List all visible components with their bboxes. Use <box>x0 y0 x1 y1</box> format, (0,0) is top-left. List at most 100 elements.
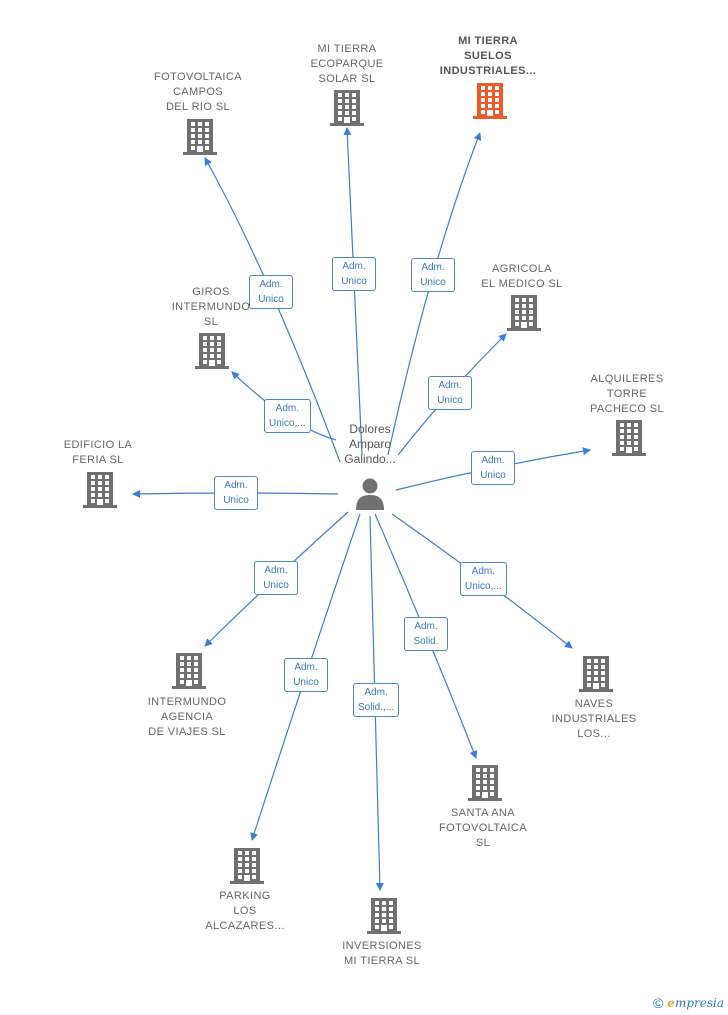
building-icon[interactable] <box>183 118 217 156</box>
edge-label-line: Adm. <box>342 261 366 272</box>
company-label-agricola-el-medico[interactable]: AGRICOLA EL MEDICO SL <box>447 262 597 292</box>
company-label-line: INTERMUNDO <box>147 696 227 708</box>
company-label-line: ALQUILERES <box>590 373 664 385</box>
edge-label-line: Adm. <box>224 480 248 491</box>
company-label-line: EL MEDICO SL <box>481 278 563 290</box>
edge-label-inversiones-mi-tierra[interactable]: Adm. Solid.,... <box>353 683 400 717</box>
company-label-line: MI TIERRA <box>317 43 377 55</box>
company-label-fotovoltaica-campos[interactable]: FOTOVOLTAICA CAMPOS DEL RIO SL <box>123 70 273 115</box>
company-label-inversiones-mi-tierra[interactable]: INVERSIONES MI TIERRA SL <box>307 939 457 969</box>
edge-label-naves-industriales[interactable]: Adm. Unico,... <box>460 562 507 596</box>
edge-label-line: Adm. <box>481 455 505 466</box>
edge-label-line: Adm. <box>414 621 438 632</box>
edge-label-line: Adm. <box>364 687 388 698</box>
edge-label-line: Unico <box>258 294 284 305</box>
company-label-line: GIROS <box>192 286 230 298</box>
company-label-line: FOTOVOLTAICA <box>154 71 242 83</box>
company-label-line: AGRICOLA <box>491 263 553 275</box>
company-label-line: DE VIAJES SL <box>148 726 226 738</box>
edge-label-alquileres-torre[interactable]: Adm. Unico <box>471 451 515 485</box>
company-label-alquileres-torre[interactable]: ALQUILERES TORRE PACHECO SL <box>552 372 702 417</box>
building-icon[interactable] <box>612 419 646 457</box>
company-label-line: SUELOS <box>464 50 512 62</box>
company-label-line: INVERSIONES <box>342 940 422 952</box>
edge-label-line: Unico <box>263 580 289 591</box>
edge-label-line: Adm. <box>471 566 496 577</box>
company-label-line: FOTOVOLTAICA <box>439 822 527 834</box>
company-label-line: AGENCIA <box>160 711 214 723</box>
company-label-line: ALCAZARES... <box>205 920 285 932</box>
copyright-icon: © <box>652 995 664 1011</box>
company-label-line: CAMPOS <box>172 86 224 98</box>
company-label-line: SL <box>475 837 491 849</box>
company-label-line: MI TIERRA SL <box>343 955 421 967</box>
building-icon[interactable] <box>367 897 401 935</box>
company-label-parking-los-alcazares[interactable]: PARKING LOS ALCAZARES... <box>170 889 320 934</box>
edge-label-fotovoltaica-campos[interactable]: Adm. Unico <box>249 275 293 309</box>
company-label-line: TORRE <box>606 388 648 400</box>
edge-label-line: Adm. <box>438 380 462 391</box>
brand-logo[interactable]: empresia <box>667 996 724 1010</box>
center-person-name[interactable]: Dolores Amparo Galindo... <box>328 422 412 467</box>
edge-label-mi-tierra-suelos[interactable]: Adm. Unico <box>411 258 455 292</box>
building-icon[interactable] <box>473 82 507 120</box>
edge-label-line: Adm. <box>294 662 318 673</box>
company-label-line: INDUSTRIALES <box>551 713 637 725</box>
edge-label-line: Solid. <box>413 636 439 647</box>
company-label-intermundo-agencia[interactable]: INTERMUNDO AGENCIA DE VIAJES SL <box>112 695 262 740</box>
edge-label-line: Unico <box>420 277 446 288</box>
company-label-line: ECOPARQUE <box>310 58 384 70</box>
footer-branding: © empresia <box>653 995 724 1011</box>
edge-label-line: Unico <box>223 495 249 506</box>
edge-label-line: Unico <box>437 395 463 406</box>
building-icon[interactable] <box>579 655 613 693</box>
edge-label-line: Unico <box>341 276 367 287</box>
edge-label-santa-ana[interactable]: Adm. Solid. <box>404 617 448 651</box>
center-name-line-3: Galindo... <box>344 452 396 466</box>
edge-label-line: Adm. <box>264 565 288 576</box>
edge-label-line: Solid.,... <box>358 702 395 713</box>
company-label-santa-ana[interactable]: SANTA ANA FOTOVOLTAICA SL <box>408 806 558 851</box>
company-label-line: INTERMUNDO <box>171 301 251 313</box>
building-icon[interactable] <box>330 89 364 127</box>
building-icon[interactable] <box>230 847 264 885</box>
edge-label-parking-los-alcazares[interactable]: Adm. Unico <box>284 658 328 692</box>
building-icon[interactable] <box>468 764 502 802</box>
company-label-line: SANTA ANA <box>451 807 515 819</box>
edge-label-line: Adm. <box>259 279 283 290</box>
company-label-line: EDIFICIO LA <box>63 439 133 451</box>
edge-label-line: Unico <box>480 470 506 481</box>
person-icon[interactable] <box>353 476 387 512</box>
company-label-line: PARKING <box>219 890 271 902</box>
building-icon[interactable] <box>195 332 229 370</box>
brand-logo-text: mpresia <box>674 996 724 1010</box>
edge-label-line: Adm. <box>421 262 445 273</box>
edge-label-line: Adm. <box>275 403 300 414</box>
edge-label-giros-intermundo[interactable]: Adm. Unico,... <box>264 399 311 433</box>
company-label-line: LOS <box>233 905 257 917</box>
edge-label-intermundo-agencia[interactable]: Adm. Unico <box>254 561 298 595</box>
edge-label-line: Unico,... <box>269 418 306 429</box>
edge-label-line: Unico <box>293 677 319 688</box>
company-label-line: MI TIERRA <box>458 35 518 47</box>
company-label-line: PACHECO SL <box>589 403 665 415</box>
edge-label-agricola-el-medico[interactable]: Adm. Unico <box>428 376 472 410</box>
edge-label-mi-tierra-ecoparque[interactable]: Adm. Unico <box>332 257 376 291</box>
building-icon[interactable] <box>83 471 117 509</box>
edge-mi-tierra-ecoparque <box>343 127 363 456</box>
building-icon[interactable] <box>172 652 206 690</box>
company-label-line: LOS... <box>577 728 611 740</box>
company-label-line: DEL RIO SL <box>165 101 231 113</box>
company-label-line: INDUSTRIALES... <box>439 65 537 77</box>
edge-label-line: Unico,... <box>465 581 502 592</box>
center-name-line-1: Dolores <box>349 422 391 436</box>
center-name-line-2: Amparo <box>348 437 392 451</box>
building-icon[interactable] <box>507 294 541 332</box>
company-label-mi-tierra-suelos[interactable]: MI TIERRA SUELOS INDUSTRIALES... <box>413 34 563 79</box>
brand-logo-initial: e <box>667 996 675 1010</box>
edge-label-edificio-la-feria[interactable]: Adm. Unico <box>214 476 258 510</box>
